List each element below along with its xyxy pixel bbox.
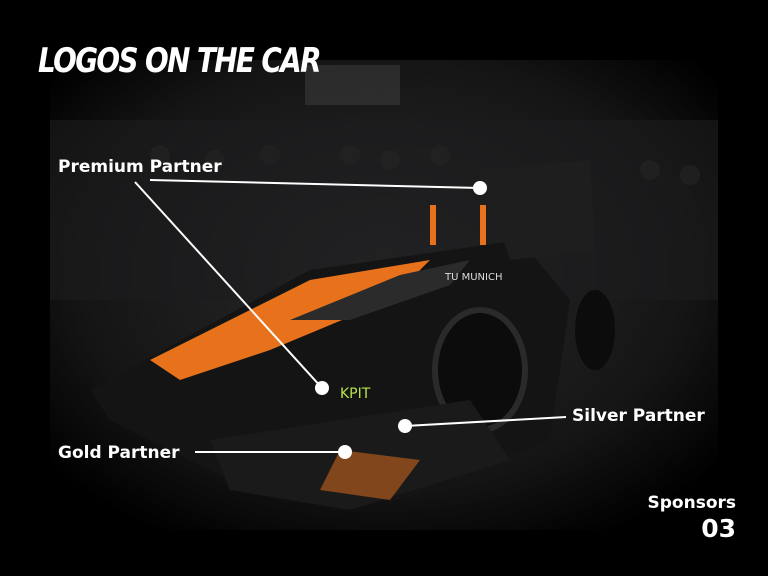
silver-callout-dot [398,419,412,433]
gold-callout-dot [338,445,352,459]
page-number: 03 [701,514,736,543]
race-car-photo: TU MUNICH KPIT [50,60,718,530]
svg-text:TU MUNICH: TU MUNICH [444,272,503,283]
section-label: Sponsors [647,493,737,513]
premium-partner-label: Premium Partner [58,157,222,177]
gold-partner-label: Gold Partner [58,443,180,463]
premium-callout-line [149,179,481,189]
silver-callout-line [404,416,567,427]
premium-callout-line-2 [134,181,323,389]
svg-text:KPIT: KPIT [340,386,371,402]
premium-callout-dot [473,181,487,195]
premium-callout-dot-2 [315,381,329,395]
slide-title: LOGOS ON THE CAR [38,41,322,81]
silver-partner-label: Silver Partner [572,406,705,426]
